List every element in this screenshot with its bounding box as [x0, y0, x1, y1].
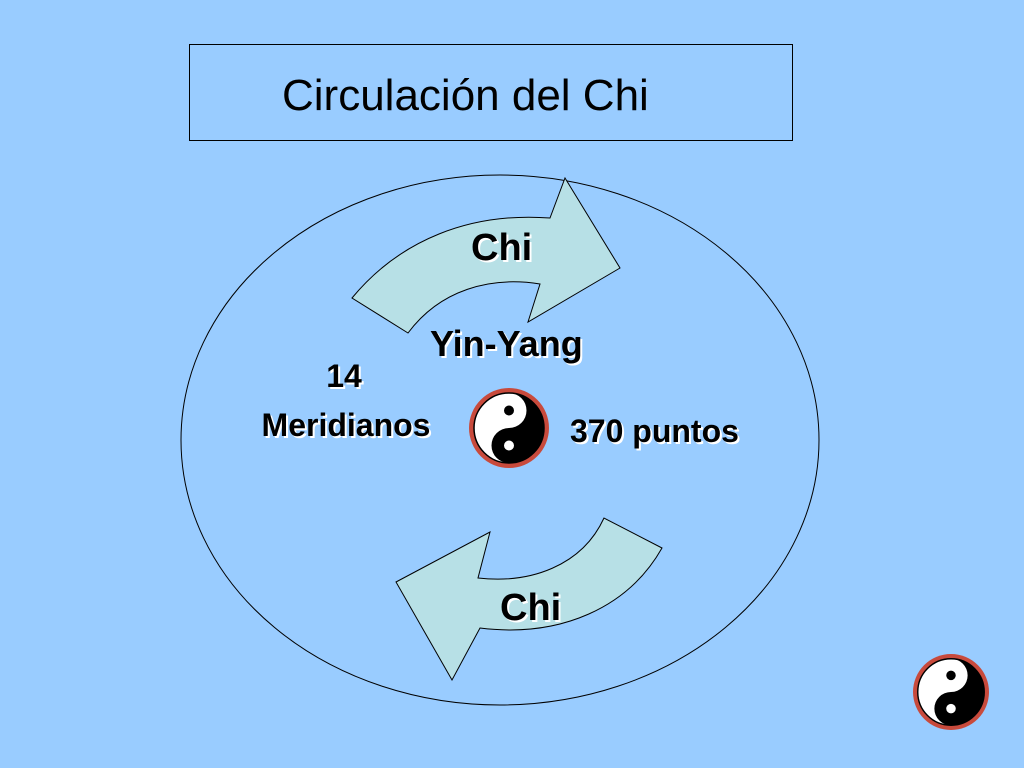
- svg-text:Meridianos: Meridianos: [264, 409, 433, 445]
- bottom-chi-label: Chi: [500, 587, 561, 629]
- puntos-label: 370 puntos: [570, 413, 739, 449]
- bottom-chi-label-group: Chi Chi: [500, 587, 563, 631]
- yin-yang-label: Yin-Yang: [430, 323, 583, 364]
- page-title: Circulación del Chi: [282, 71, 649, 120]
- meridianos-label-group: 14 14 Meridianos Meridianos: [262, 358, 433, 445]
- meridianos-label: Meridianos: [262, 407, 431, 443]
- yin-yang-corner-icon: [912, 653, 990, 731]
- puntos-label-group: 370 puntos 370 puntos: [570, 413, 741, 451]
- center-label-group: Yin-Yang Yin-Yang: [430, 323, 585, 366]
- top-chi-arrow: [351, 176, 621, 334]
- svg-text:370 puntos: 370 puntos: [572, 415, 741, 451]
- title-box: Circulación del Chi: [189, 44, 793, 141]
- svg-text:14: 14: [328, 360, 364, 396]
- top-chi-label: Chi: [471, 227, 532, 269]
- svg-text:Yin-Yang: Yin-Yang: [432, 325, 585, 366]
- bottom-chi-arrow: [395, 517, 663, 682]
- meridianos-count-label: 14: [326, 358, 362, 394]
- yin-yang-icon: [468, 387, 550, 469]
- svg-text:Chi: Chi: [502, 589, 563, 631]
- top-chi-label-group: Chi Chi: [471, 227, 534, 271]
- circulation-ellipse: [180, 174, 820, 706]
- svg-text:Chi: Chi: [473, 229, 534, 271]
